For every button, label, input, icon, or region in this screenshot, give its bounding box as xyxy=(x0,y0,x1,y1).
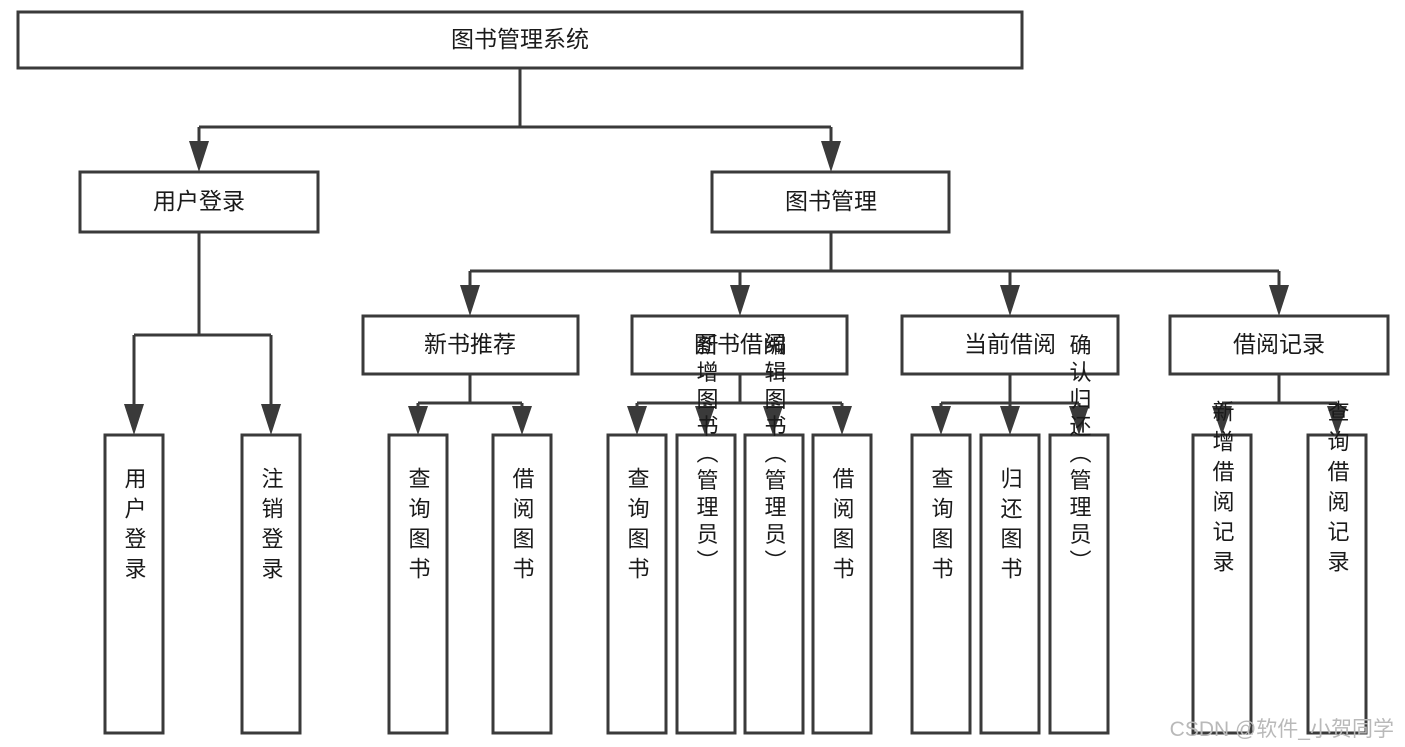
arrow-head-book-borrow xyxy=(730,285,750,316)
node-leaf-query-book-3-box[interactable] xyxy=(910,433,972,735)
node-leaf-add-record[interactable]: 新增借阅记录 xyxy=(1191,400,1253,735)
arrow-head-leaf-query-book-3 xyxy=(931,406,951,435)
arrow-head-leaf-user-login xyxy=(124,404,144,435)
node-book-manage-label: 图书管理 xyxy=(785,188,877,214)
node-book-manage[interactable]: 图书管理 xyxy=(710,170,951,234)
node-leaf-logout-label: 注销登录 xyxy=(259,467,284,587)
node-leaf-query-record[interactable]: 查询借阅记录 xyxy=(1306,400,1368,735)
arrow-head-current-borrow xyxy=(1000,285,1020,316)
node-leaf-query-book-2-box[interactable] xyxy=(606,433,668,735)
node-current-borrow-box[interactable] xyxy=(900,314,1120,376)
node-leaf-borrow-book-2-label: 借阅图书 xyxy=(830,467,855,587)
arrow-head-leaf-borrow-book-1 xyxy=(512,406,532,435)
node-leaf-user-login-box[interactable] xyxy=(103,433,165,735)
node-leaf-query-book-2[interactable]: 查询图书 xyxy=(606,433,668,735)
node-book-borrow[interactable]: 图书借阅 xyxy=(630,314,849,376)
node-new-book-rec-box[interactable] xyxy=(361,314,580,376)
node-leaf-borrow-book-1-label: 借阅图书 xyxy=(510,467,535,587)
node-book-borrow-box[interactable] xyxy=(630,314,849,376)
node-borrow-record-label: 借阅记录 xyxy=(1233,331,1325,357)
node-leaf-confirm-return[interactable]: 确认归还（管理员） xyxy=(1048,334,1110,735)
arrow-head-leaf-query-record xyxy=(1327,406,1347,435)
node-leaf-query-book-1[interactable]: 查询图书 xyxy=(387,433,449,735)
node-leaf-confirm-return-label: 确认归还（管理员） xyxy=(1067,334,1092,577)
node-leaf-user-login[interactable]: 用户登录 xyxy=(103,433,165,735)
node-user-login[interactable]: 用户登录 xyxy=(78,170,320,234)
node-leaf-logout[interactable]: 注销登录 xyxy=(240,433,302,735)
arrow-head-book-manage xyxy=(821,141,841,172)
node-leaf-query-book-1-label: 查询图书 xyxy=(406,467,431,587)
node-leaf-add-record-label: 新增借阅记录 xyxy=(1210,400,1235,580)
node-leaf-edit-book-label: 编辑图书（管理员） xyxy=(762,334,787,577)
node-leaf-return-book-label: 归还图书 xyxy=(998,467,1023,587)
node-leaf-query-book-3-label: 查询图书 xyxy=(929,467,954,587)
node-leaf-logout-box[interactable] xyxy=(240,433,302,735)
node-leaf-return-book[interactable]: 归还图书 xyxy=(979,433,1041,735)
node-leaf-return-book-box[interactable] xyxy=(979,433,1041,735)
node-current-borrow[interactable]: 当前借阅 xyxy=(900,314,1120,376)
arrow-head-leaf-query-book-2 xyxy=(627,406,647,435)
arrow-head-leaf-logout xyxy=(261,404,281,435)
node-borrow-record-box[interactable] xyxy=(1168,314,1390,376)
node-leaf-borrow-book-2-box[interactable] xyxy=(811,433,873,735)
node-leaf-add-book-box[interactable] xyxy=(675,433,737,735)
node-new-book-rec-label: 新书推荐 xyxy=(424,331,516,357)
arrow-head-leaf-confirm-return xyxy=(1069,406,1089,435)
node-leaf-confirm-return-box[interactable] xyxy=(1048,433,1110,735)
node-leaf-query-book-1-box[interactable] xyxy=(387,433,449,735)
node-leaf-add-record-box[interactable] xyxy=(1191,433,1253,735)
node-leaf-borrow-book-1[interactable]: 借阅图书 xyxy=(491,433,553,735)
node-user-login-label: 用户登录 xyxy=(153,188,245,214)
node-leaf-query-record-label: 查询借阅记录 xyxy=(1325,400,1350,580)
node-root[interactable]: 图书管理系统 xyxy=(16,10,1024,70)
node-book-borrow-label: 图书借阅 xyxy=(694,331,786,357)
arrow-head-leaf-add-book xyxy=(695,406,715,435)
node-leaf-query-record-box[interactable] xyxy=(1306,433,1368,735)
arrow-head-new-book-rec xyxy=(460,285,480,316)
node-leaf-add-book[interactable]: 新增图书（管理员） xyxy=(675,334,737,735)
connector-layer xyxy=(124,68,1347,435)
arrow-head-leaf-return-book xyxy=(1000,406,1020,435)
node-new-book-rec[interactable]: 新书推荐 xyxy=(361,314,580,376)
node-leaf-borrow-book-2[interactable]: 借阅图书 xyxy=(811,433,873,735)
csdn-watermark: CSDN @软件_小贺同学 xyxy=(1170,718,1394,741)
node-leaf-query-book-3[interactable]: 查询图书 xyxy=(910,433,972,735)
arrow-head-leaf-query-book-1 xyxy=(408,406,428,435)
arrow-head-user-login xyxy=(189,141,209,172)
node-leaf-add-book-label: 新增图书（管理员） xyxy=(694,334,719,577)
node-leaf-user-login-label: 用户登录 xyxy=(122,467,147,587)
node-leaf-edit-book[interactable]: 编辑图书（管理员） xyxy=(743,334,805,735)
node-user-login-box[interactable] xyxy=(78,170,320,234)
node-book-manage-box[interactable] xyxy=(710,170,951,234)
node-root-label: 图书管理系统 xyxy=(451,26,589,52)
node-root-box[interactable] xyxy=(16,10,1024,70)
node-leaf-borrow-book-1-box[interactable] xyxy=(491,433,553,735)
arrow-head-leaf-borrow-book-2 xyxy=(832,406,852,435)
arrow-head-leaf-edit-book xyxy=(763,406,783,435)
arrow-head-leaf-add-record xyxy=(1212,406,1232,435)
node-leaf-edit-book-box[interactable] xyxy=(743,433,805,735)
node-current-borrow-label: 当前借阅 xyxy=(964,331,1056,357)
node-leaf-query-book-2-label: 查询图书 xyxy=(625,467,650,587)
arrow-head-borrow-record xyxy=(1269,285,1289,316)
node-borrow-record[interactable]: 借阅记录 xyxy=(1168,314,1390,376)
